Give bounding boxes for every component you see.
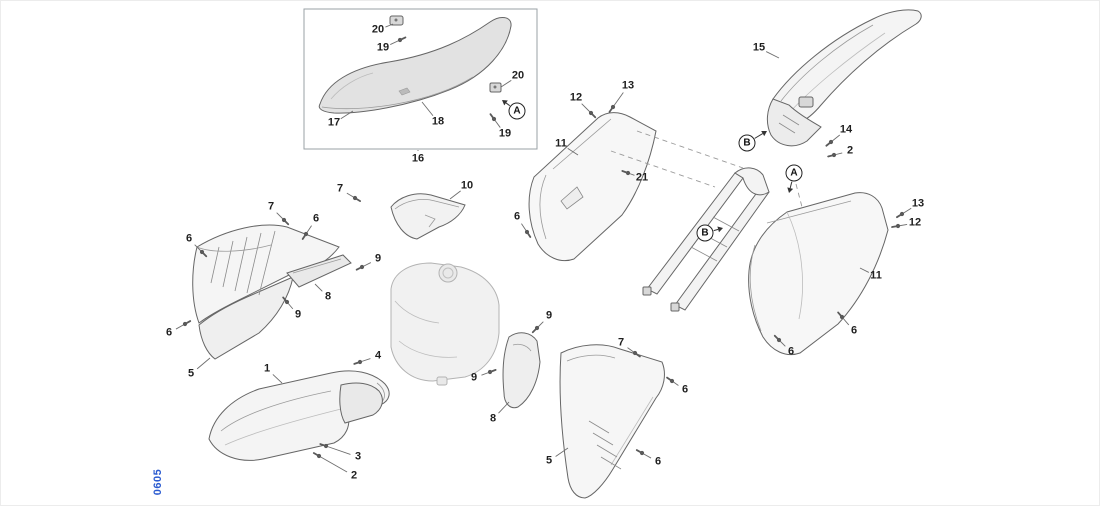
seat-emblem — [398, 87, 411, 96]
side-panel-center-drawing — [528, 112, 657, 262]
side-panel-right-drawing — [748, 192, 889, 356]
subframe-drawing — [642, 167, 770, 312]
side-panel-lower-drawing — [559, 344, 665, 499]
fuel-tank-drawing — [390, 262, 500, 386]
radiator-shroud-left-drawing — [192, 224, 340, 360]
sheet-code: 0605 — [152, 468, 164, 496]
trim-strip-drawing — [286, 254, 352, 288]
seat-mount-brackets — [389, 15, 502, 93]
bracket-lower-drawing — [502, 332, 541, 409]
alignment-dashed-lines — [610, 130, 803, 208]
seat-drawing — [318, 17, 512, 114]
airbox-cover-drawing — [390, 193, 466, 240]
front-fender-drawing — [208, 370, 390, 461]
seat-inset-box — [303, 8, 538, 150]
rear-fender-drawing — [766, 9, 922, 147]
